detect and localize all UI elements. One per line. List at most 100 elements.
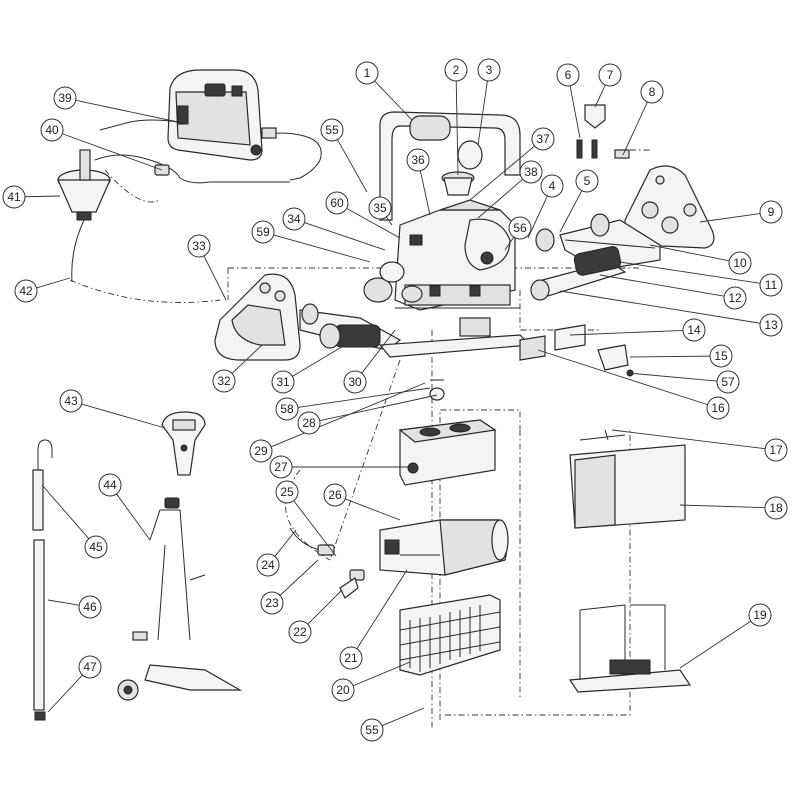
callout-number: 45 [89,540,103,554]
callout-number: 14 [687,323,701,337]
right-side-plate [624,165,715,249]
callout-number: 26 [328,488,342,502]
callout-57: 57 [716,370,740,394]
callout-number: 18 [769,501,783,515]
callout-6: 6 [556,63,580,87]
callout-35: 35 [368,196,392,220]
callout-circle [78,595,102,619]
leader-line-17 [611,429,766,450]
callout-1: 1 [355,61,379,85]
callout-24: 24 [256,553,280,577]
filter-bag [569,429,686,529]
callout-circle [406,148,430,172]
leader-line-32 [231,344,263,374]
callout-circle [764,438,788,462]
callout-34: 34 [282,207,306,231]
callout-circle [759,313,783,337]
leader-line-6 [569,85,581,139]
callout-37: 37 [531,127,555,151]
callout-number: 33 [192,239,206,253]
callout-45: 45 [84,535,108,559]
leader-line-18 [679,504,766,509]
callout-circle [519,160,543,184]
callout-number: 47 [83,660,97,674]
callout-circle [275,397,299,421]
callout-circle [355,61,379,85]
callout-47: 47 [78,655,102,679]
brush-roller [530,246,627,301]
callout-circle [444,58,468,82]
leader-line-22 [307,589,343,625]
callout-56: 56 [508,216,532,240]
leader-line-37 [469,145,535,201]
callout-36: 36 [406,148,430,172]
callout-circle [320,118,344,142]
left-track [299,303,402,351]
callout-number: 29 [254,444,268,458]
callout-42: 42 [14,279,38,303]
callout-number: 55 [365,723,379,737]
callout-44: 44 [98,473,122,497]
callout-circle [187,234,211,258]
callout-59: 59 [251,220,275,244]
callout-29: 29 [249,439,273,463]
callout-number: 44 [103,478,117,492]
flap-parts [519,324,634,377]
chassis-plate [378,317,532,358]
leader-line-46 [47,599,80,606]
leader-line-23 [279,559,319,596]
leader-line-12 [599,274,725,297]
callout-2: 2 [444,58,468,82]
callout-circle [288,620,312,644]
callout-number: 36 [411,153,425,167]
callout-circle [716,370,740,394]
leader-line-60 [346,207,401,239]
callout-circle [540,174,564,198]
callout-number: 39 [58,91,72,105]
callout-number: 8 [649,85,656,99]
leader-line-56 [504,236,515,251]
callout-8: 8 [640,80,664,104]
callout-circle [556,63,580,87]
callout-circle [325,191,349,215]
leader-line-57 [627,372,718,382]
leader-line-47 [47,674,83,713]
callout-circle [764,496,788,520]
filter-frame [568,604,692,693]
callout-number: 30 [348,375,362,389]
leader-line-4 [527,195,548,239]
callout-19: 19 [748,603,772,627]
leader-line-20 [352,661,411,687]
callout-circle [728,251,752,275]
callout-55: 55 [320,118,344,142]
leader-line-21 [356,569,408,649]
leader-line-7 [594,84,606,108]
leader-line-58 [297,387,431,408]
leader-line-13 [559,290,761,324]
hose-parts [289,527,365,599]
callout-circle [360,718,384,742]
floating-cable [94,154,290,184]
callout-number: 4 [549,179,556,193]
callout-7: 7 [598,63,622,87]
callout-number: 7 [607,68,614,82]
callout-number: 17 [769,443,783,457]
callout-number: 56 [513,221,527,235]
callout-14: 14 [682,318,706,342]
callout-20: 20 [331,678,355,702]
callout-43: 43 [59,389,83,413]
callout-number: 59 [256,225,270,239]
callout-60: 60 [325,191,349,215]
callout-circle [709,344,733,368]
callout-30: 30 [343,370,367,394]
callout-circle [275,480,299,504]
callout-number: 9 [768,205,775,219]
callout-number: 22 [293,625,307,639]
leader-line-2 [455,80,459,176]
callout-number: 3 [486,63,493,77]
leader-line-19 [679,620,752,669]
handle [379,111,521,221]
callout-number: 41 [7,190,21,204]
leader-line-59 [273,234,371,263]
